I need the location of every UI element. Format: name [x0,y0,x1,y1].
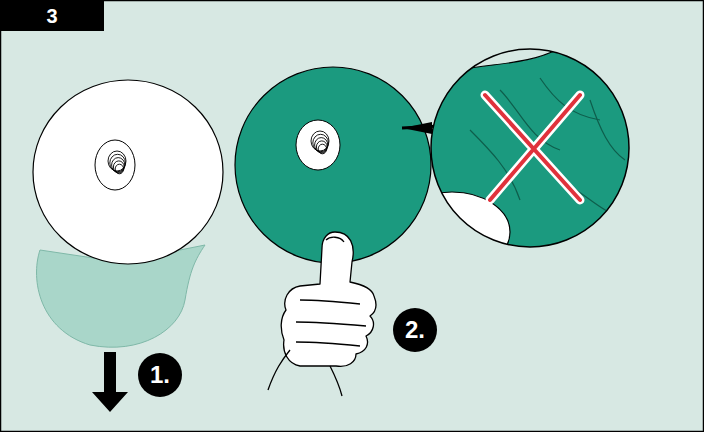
hand [268,232,376,396]
callout-circle [393,308,437,352]
callout-circle [138,353,182,397]
callout-number: 2. [405,318,425,342]
callout-number: 1. [150,363,170,387]
step-tab [0,0,104,31]
thread [108,151,126,174]
thread [311,131,329,154]
zoom-detail [394,48,630,272]
cross-mark [485,95,580,200]
down-arrow [92,352,128,412]
step-number: 3 [46,6,57,26]
zoom-circle [431,49,629,247]
thread-ring [112,158,125,173]
thread-ring [113,161,124,173]
thread-ring [115,164,123,174]
thread-ring [315,138,328,153]
thread-ring [316,141,327,153]
thread-ring [318,144,326,154]
disc-hole [296,120,340,170]
white-disc [33,80,223,264]
disc-hole [95,140,135,190]
